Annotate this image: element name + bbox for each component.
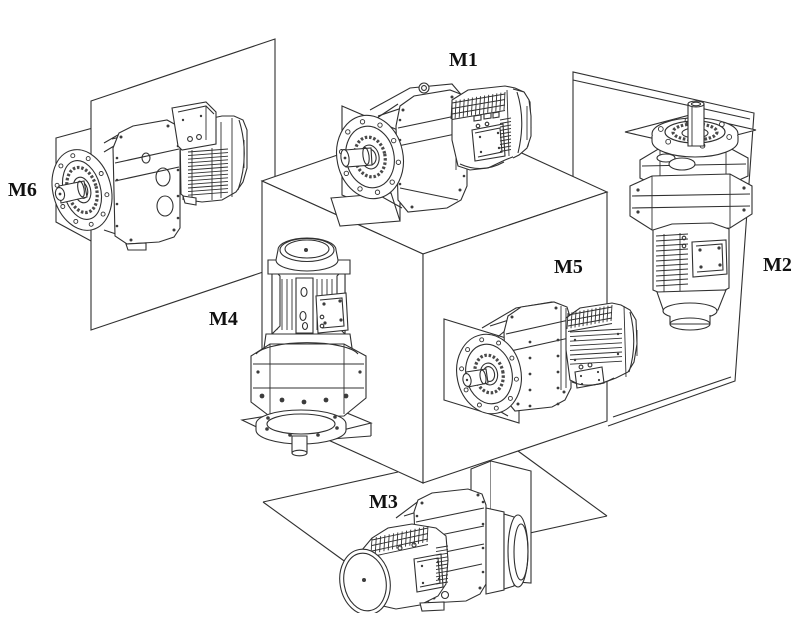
svg-text:M2: M2 — [763, 254, 792, 276]
svg-text:M4: M4 — [209, 308, 238, 330]
svg-text:M6: M6 — [8, 179, 37, 201]
svg-text:M3: M3 — [369, 491, 398, 513]
svg-text:M5: M5 — [554, 256, 583, 278]
svg-text:M1: M1 — [449, 49, 478, 71]
